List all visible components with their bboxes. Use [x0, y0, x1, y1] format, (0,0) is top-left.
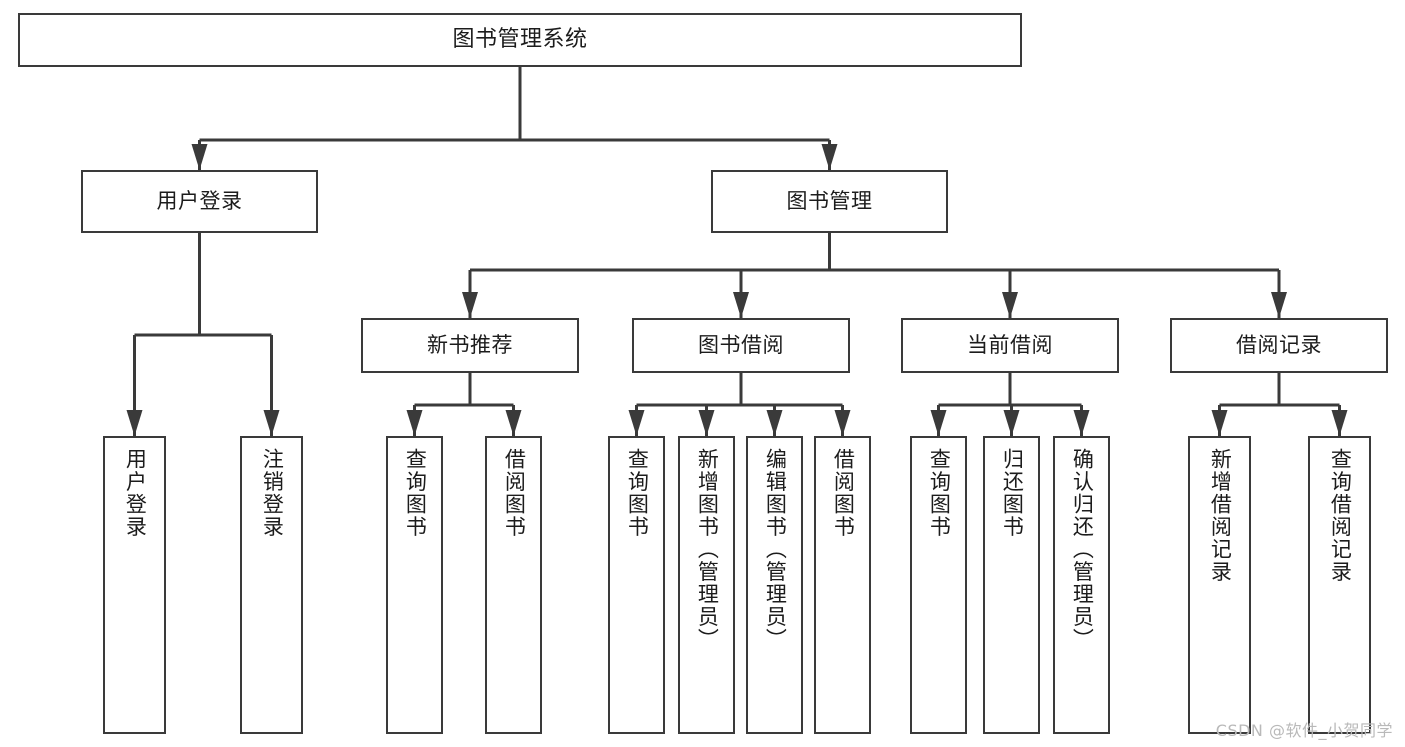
- diagram-node-label: 借阅图书: [502, 448, 527, 538]
- diagram-node-root[interactable]: 图书管理系统: [18, 13, 1022, 67]
- connector-arrowhead: [930, 410, 947, 436]
- diagram-node-l3-4[interactable]: 借阅记录: [1170, 318, 1388, 373]
- diagram-node-lf-6[interactable]: 新增图书（管理员）: [678, 436, 735, 734]
- diagram-node-label: 新书推荐: [427, 333, 513, 358]
- diagram-node-lf-5[interactable]: 查询图书: [608, 436, 665, 734]
- diagram-node-label: 借阅记录: [1236, 333, 1322, 358]
- connector-arrowhead: [462, 292, 478, 318]
- connector-arrowhead: [191, 144, 208, 170]
- diagram-node-label: 新增借阅记录: [1208, 448, 1233, 583]
- diagram-node-label: 编辑图书（管理员）: [763, 448, 788, 651]
- diagram-node-lf-1[interactable]: 用户登录: [103, 436, 166, 734]
- watermark-text: CSDN @软件_小贺同学: [1215, 721, 1393, 740]
- diagram-node-l2-2[interactable]: 图书管理: [711, 170, 948, 233]
- diagram-node-lf-8[interactable]: 借阅图书: [814, 436, 871, 734]
- diagram-node-label: 查询图书: [625, 448, 650, 538]
- diagram-node-lf-2[interactable]: 注销登录: [240, 436, 303, 734]
- diagram-node-label: 新增图书（管理员）: [695, 448, 720, 651]
- connector-arrowhead: [1003, 410, 1020, 436]
- diagram-node-label: 用户登录: [156, 189, 243, 214]
- diagram-node-lf-12[interactable]: 新增借阅记录: [1188, 436, 1251, 734]
- connector-arrowhead: [263, 410, 280, 436]
- diagram-node-l3-1[interactable]: 新书推荐: [361, 318, 579, 373]
- connector-arrowhead: [733, 292, 749, 318]
- connector-arrowhead: [1331, 410, 1348, 436]
- connector-arrowhead: [1073, 410, 1090, 436]
- connector-arrowhead: [1002, 292, 1018, 318]
- diagram-node-label: 图书管理系统: [452, 27, 588, 53]
- diagram-node-lf-10[interactable]: 归还图书: [983, 436, 1040, 734]
- connector-arrowhead: [698, 410, 715, 436]
- diagram-node-lf-13[interactable]: 查询借阅记录: [1308, 436, 1371, 734]
- diagram-node-label: 查询图书: [403, 448, 428, 538]
- diagram-node-label: 图书管理: [786, 189, 873, 214]
- connector-arrowhead: [406, 410, 423, 436]
- diagram-node-lf-11[interactable]: 确认归还（管理员）: [1053, 436, 1110, 734]
- connector-arrowhead: [126, 410, 143, 436]
- diagram-node-lf-7[interactable]: 编辑图书（管理员）: [746, 436, 803, 734]
- diagram-node-label: 当前借阅: [967, 333, 1053, 358]
- diagram-node-label: 查询图书: [927, 448, 952, 538]
- connector-arrowhead: [834, 410, 851, 436]
- diagram-node-label: 确认归还（管理员）: [1070, 448, 1095, 651]
- connector-arrowhead: [505, 410, 522, 436]
- diagram-node-lf-4[interactable]: 借阅图书: [485, 436, 542, 734]
- connector-arrowhead: [628, 410, 645, 436]
- diagram-node-label: 借阅图书: [831, 448, 856, 538]
- diagram-node-l3-2[interactable]: 图书借阅: [632, 318, 850, 373]
- connector-arrowhead: [1211, 410, 1228, 436]
- diagram-node-lf-9[interactable]: 查询图书: [910, 436, 967, 734]
- diagram-node-label: 用户登录: [123, 448, 148, 538]
- connector-arrowhead: [766, 410, 783, 436]
- diagram-node-label: 归还图书: [1000, 448, 1025, 538]
- diagram-node-l3-3[interactable]: 当前借阅: [901, 318, 1119, 373]
- connector-arrowhead: [1271, 292, 1287, 318]
- diagram-node-l2-1[interactable]: 用户登录: [81, 170, 318, 233]
- diagram-node-label: 图书借阅: [698, 333, 784, 358]
- diagram-node-lf-3[interactable]: 查询图书: [386, 436, 443, 734]
- diagram-node-label: 查询借阅记录: [1328, 448, 1353, 583]
- connector-arrowhead: [821, 144, 838, 170]
- diagram-node-label: 注销登录: [260, 448, 285, 538]
